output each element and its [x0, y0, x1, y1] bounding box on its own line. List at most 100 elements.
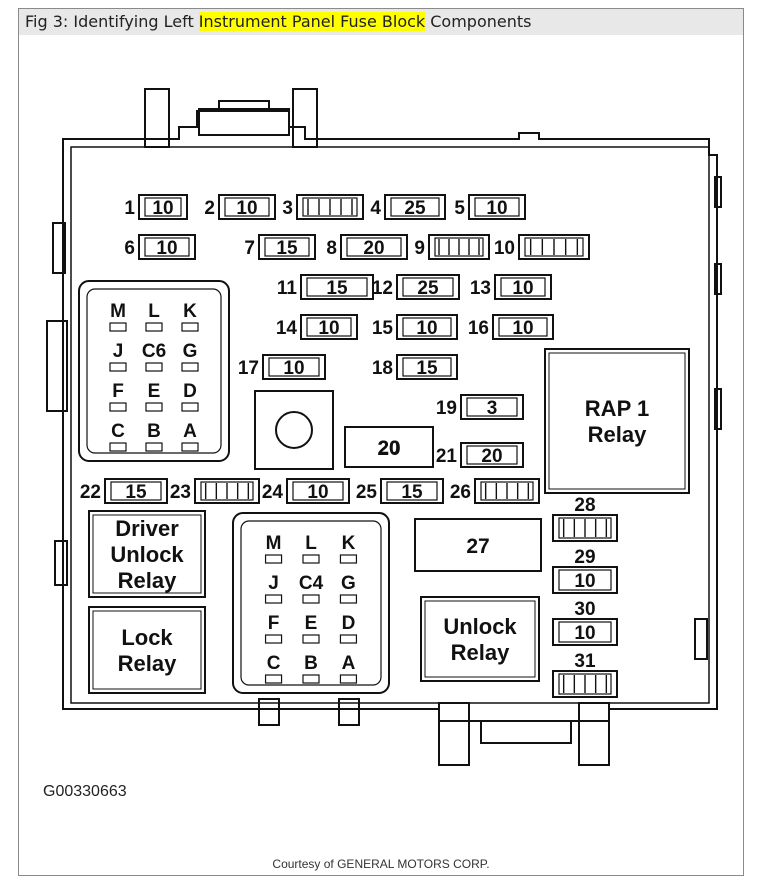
slot-number: 25 — [356, 482, 378, 503]
fuse-inner — [558, 569, 612, 591]
fuse-24: 10 24 — [262, 478, 350, 504]
fuse-8: 208 — [326, 234, 408, 260]
fuse-rating: 10 — [486, 198, 507, 219]
slot-number: 24 — [262, 482, 284, 503]
pin-label: D — [183, 381, 197, 402]
pin-cavity — [264, 634, 283, 644]
pin-label: M — [110, 301, 126, 322]
fuse-body — [396, 274, 460, 300]
slot-number: 2 — [204, 198, 215, 219]
fuse-inner — [346, 237, 402, 257]
fuse-inner — [110, 481, 162, 501]
fuse-rating: 15 — [326, 278, 348, 299]
relay-label-line: Unlock — [110, 542, 184, 567]
relay-body — [544, 348, 690, 494]
fuse-rating: 10 — [512, 278, 533, 299]
pin-label: J — [113, 341, 124, 362]
fuse-rating: 10 — [318, 318, 339, 339]
fuse-body — [138, 194, 188, 220]
fuse-rating: 10 — [307, 482, 328, 503]
fuse-inner — [466, 445, 518, 465]
fuse-rating: 10 — [283, 358, 304, 379]
slot-number: 23 — [170, 482, 191, 503]
fuse-inner — [264, 237, 310, 257]
credit-line: Courtesy of GENERAL MOTORS CORP. — [272, 857, 490, 871]
relay-body — [88, 510, 206, 598]
figure-frame: Fig 3: Identifying Left Instrument Panel… — [18, 8, 744, 876]
fuse-6: 106 — [124, 234, 196, 260]
fuse-7: 157 — [244, 234, 316, 260]
title-suffix: Components — [425, 12, 532, 31]
pin-label: L — [148, 301, 160, 322]
fuse-5: 10 5 — [454, 194, 526, 220]
fuse-inner — [558, 621, 612, 643]
relay-label-line: Relay — [588, 422, 647, 447]
pin-label: F — [112, 381, 124, 402]
pin-label: J — [268, 573, 279, 594]
fuse-body — [300, 274, 374, 300]
relay-label-line: Relay — [118, 568, 177, 593]
fuse-body — [414, 518, 542, 572]
pin-cavity — [181, 442, 199, 452]
connector-inner — [86, 288, 222, 454]
fuse-rating: 15 — [401, 482, 423, 503]
fuse-rating: 25 — [404, 198, 426, 219]
fuse-inner — [306, 277, 368, 297]
fuse-inner — [480, 481, 534, 501]
fuse-19: 319 — [436, 394, 524, 420]
fuse-inner — [402, 277, 454, 297]
pin-cavity — [264, 594, 283, 604]
pin-cavity — [339, 634, 358, 644]
pin-cavity — [181, 322, 199, 332]
pin-label: A — [183, 421, 197, 442]
slot-number: 30 — [574, 599, 595, 620]
pin-label: D — [342, 613, 356, 634]
fuse-body — [344, 426, 434, 468]
fuse-body — [492, 314, 554, 340]
pin-cavity — [109, 442, 127, 452]
title-prefix: Fig 3: Identifying Left — [25, 12, 199, 31]
fuse-28: 28 — [552, 495, 618, 542]
pin-cavity — [302, 674, 320, 684]
fuse-body — [286, 478, 350, 504]
fuse-rating: 20 — [378, 438, 399, 459]
fuse-rating: 15 — [416, 358, 438, 379]
pin-cavity — [339, 674, 358, 684]
slot-number: 13 — [470, 278, 491, 299]
slot-number: 28 — [574, 495, 595, 516]
fuse-body — [460, 442, 524, 468]
slot-number: 8 — [326, 238, 337, 259]
connector-inner — [240, 520, 382, 686]
pin-cavity — [264, 554, 283, 564]
slot-number: 6 — [124, 238, 135, 259]
pin-cavity — [302, 594, 320, 604]
fuse-block-housing — [46, 88, 722, 766]
fuse-inner — [474, 197, 520, 217]
fuse-inner — [558, 673, 612, 695]
fuse-26: 26 — [450, 478, 540, 504]
fuse-body — [468, 194, 526, 220]
fuse-inner — [302, 197, 358, 217]
relay-label-line: RAP 1 — [585, 396, 649, 421]
fuse-9: 9 — [414, 234, 490, 260]
slot-number: 31 — [574, 651, 596, 672]
pin-label: F — [268, 613, 280, 634]
pin-cavity — [181, 402, 199, 412]
slot-number: 27 — [466, 535, 489, 558]
relay-label-line: Relay — [118, 651, 177, 676]
slot-number: 12 — [372, 278, 393, 299]
relay-label-line: Lock — [121, 625, 173, 650]
pin-cavity — [302, 634, 320, 644]
relay-socket — [254, 390, 334, 470]
slot-number: 5 — [454, 198, 465, 219]
